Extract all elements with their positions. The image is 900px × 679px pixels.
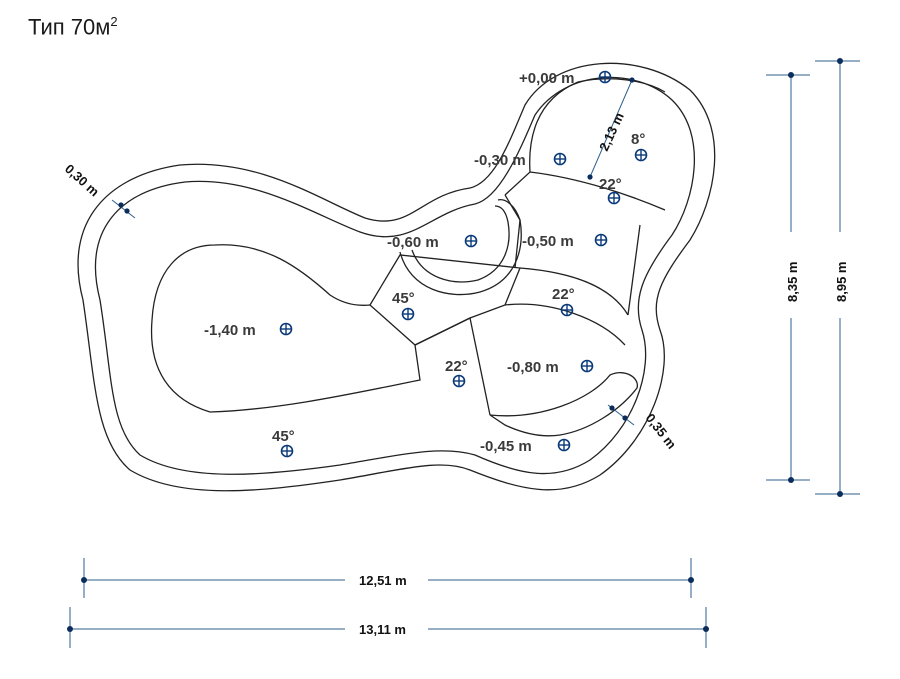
depth-label-080: -0,80 m [507,359,559,376]
angle-label-45-mid: 45° [392,290,415,307]
angle-label-22-low: 22° [445,358,468,375]
step-width-label: 2,13 m [596,110,627,153]
depth-marker-22-mid [560,303,574,317]
wall-right-dot-1 [609,405,615,411]
zone-divider-4 [519,267,629,316]
depth-marker-060 [464,234,478,248]
wall-right-label: 0,35 m [643,411,680,452]
depth-marker-22-low [452,374,466,388]
wall-left-dimension-line [111,199,136,219]
depth-label-050: -0,50 m [522,233,574,250]
round-seat-inner [411,205,510,283]
depth-marker-000 [598,70,612,84]
depth-label-030: -0,30 m [474,152,526,169]
depth-marker-030 [553,152,567,166]
width-inner-label: 12,51 m [359,573,407,588]
page-title: Тип 70м2 [28,14,118,40]
zone-divider-8 [627,224,641,316]
angle-label-22-mid: 22° [552,286,575,303]
depth-label-000: +0,00 m [519,70,574,87]
pool-wall-inner [94,76,696,475]
angle-label-8: 8° [631,131,645,148]
wall-left-dot-2 [124,208,130,214]
wall-right-dot-2 [622,415,628,421]
step-width-dot-2 [629,77,635,83]
zone-divider-6 [529,78,666,173]
depth-marker-22-top [607,191,621,205]
round-seat-outer [399,199,522,296]
wall-left-label: 0,30 m [62,161,102,199]
depth-marker-045 [557,438,571,452]
depth-label-140: -1,40 m [204,322,256,339]
pool-outer-outline [77,62,716,492]
step-width-dot-1 [587,174,593,180]
height-inner-dot-top [788,72,794,78]
height-outer-dot-bottom [837,491,843,497]
depth-marker-8deg [634,148,648,162]
zone-divider-5 [504,171,666,211]
depth-marker-050 [594,233,608,247]
zone-divider-2 [414,317,491,416]
depth-marker-45-low [280,444,294,458]
height-outer-dot-top [837,58,843,64]
depth-label-045: -0,45 m [480,438,532,455]
depth-marker-080 [580,359,594,373]
height-outer-label: 8,95 m [834,262,849,302]
width-outer-dot-left [67,626,73,632]
angle-label-45-low: 45° [272,428,295,445]
step-width-dimension-line [589,79,633,178]
deep-zone-outline [150,244,421,413]
zone-divider-9 [489,372,638,437]
width-inner-dot-right [688,577,694,583]
width-outer-dot-right [703,626,709,632]
depth-marker-140 [279,322,293,336]
height-inner-label: 8,35 m [785,262,800,302]
depth-label-060: -0,60 m [387,234,439,251]
depth-marker-45-mid [401,307,415,321]
width-outer-label: 13,11 m [359,622,406,637]
wall-left-dot-1 [118,202,124,208]
angle-label-22-top: 22° [599,176,622,193]
height-inner-dot-bottom [788,477,794,483]
width-inner-dot-left [81,577,87,583]
